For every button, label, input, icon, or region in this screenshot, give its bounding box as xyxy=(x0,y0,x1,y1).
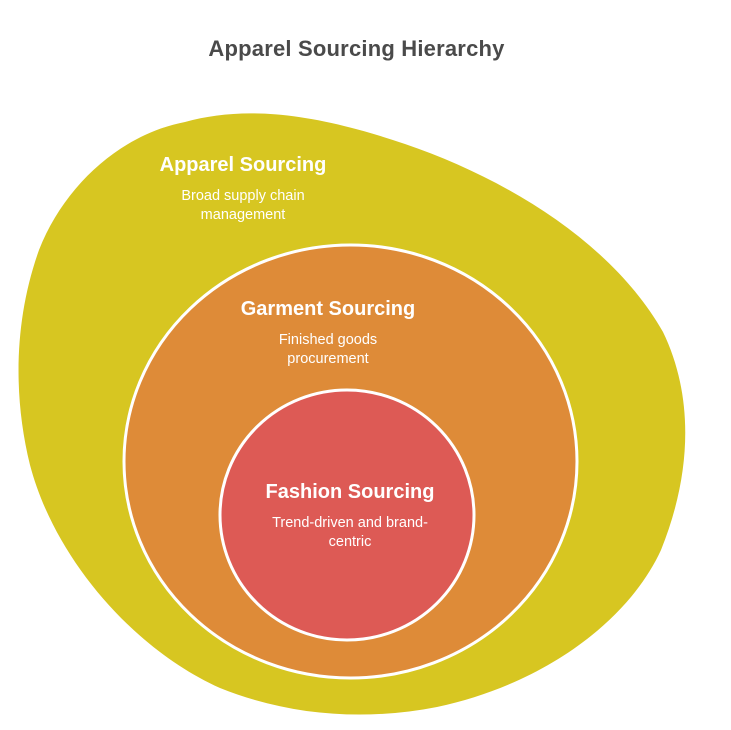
level-name-apparel-sourcing: Apparel Sourcing xyxy=(159,154,327,176)
diagram-title: Apparel Sourcing Hierarchy xyxy=(208,36,505,61)
level-description-garment-sourcing: Finished goods procurement xyxy=(278,332,378,367)
label-garment-sourcing: Garment Sourcing Finished goods procurem… xyxy=(178,296,478,369)
level-name-fashion-sourcing: Fashion Sourcing xyxy=(265,481,435,503)
level-description-apparel-sourcing: Broad supply chain management xyxy=(181,188,305,223)
label-fashion-sourcing: Fashion Sourcing Trend-driven and brand-… xyxy=(200,479,500,552)
level-description-fashion-sourcing: Trend-driven and brand-centric xyxy=(272,515,428,550)
level-name-garment-sourcing: Garment Sourcing xyxy=(240,298,416,320)
label-apparel-sourcing: Apparel Sourcing Broad supply chain mana… xyxy=(93,152,393,225)
level-shape-fashion-sourcing xyxy=(218,388,476,642)
